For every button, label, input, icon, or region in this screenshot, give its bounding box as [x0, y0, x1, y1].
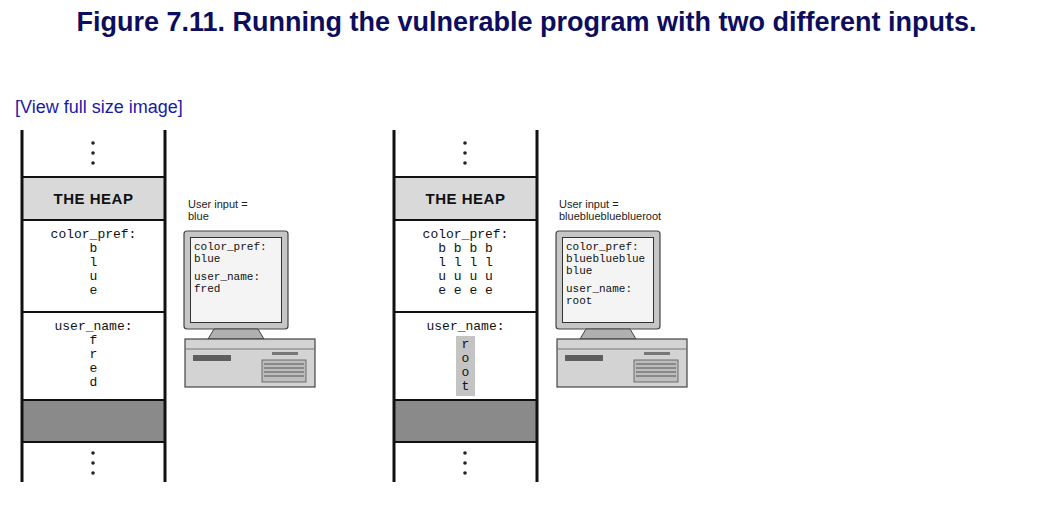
screen-output: user_name: root	[566, 283, 649, 307]
heap-segment: THE HEAP	[24, 178, 163, 219]
segment-name: THE HEAP	[426, 190, 506, 207]
memory-cell: user_name:f r e d	[24, 313, 163, 399]
heap-segment: THE HEAP	[396, 178, 535, 219]
view-link: [View full size image]	[15, 97, 183, 118]
left-scene	[22, 130, 315, 482]
segment-name: THE HEAP	[54, 190, 134, 207]
memory-cell: color_pref:b l u e	[24, 221, 163, 311]
memory-bytes: b b b b l l l l u u u u e e e e	[437, 242, 493, 298]
memory-cell: user_name:r o o t	[396, 313, 535, 401]
variable-name: color_pref:	[51, 228, 137, 242]
monitor-screen: color_pref: blueblueblue blue user_name: …	[562, 237, 654, 323]
monitor-screen: color_pref: blue user_name: fred	[190, 237, 282, 323]
variable-name: color_pref:	[423, 228, 509, 242]
screen-output: user_name: fred	[194, 271, 277, 295]
memory-bytes: f r e d	[89, 334, 98, 390]
variable-name: user_name:	[426, 320, 504, 334]
input-caption: User input = blueblueblueblueroot	[559, 198, 635, 222]
right-scene	[394, 130, 687, 482]
figure-title: Figure 7.11. Running the vulnerable prog…	[44, 6, 1009, 39]
screen-output: color_pref: blue	[194, 241, 277, 265]
memory-cell: color_pref:b b b b l l l l u u u u e e e…	[396, 221, 535, 311]
variable-name: user_name:	[54, 320, 132, 334]
screen-output: color_pref: blueblueblue blue	[566, 241, 649, 277]
memory-bytes: b l u e	[89, 242, 98, 298]
overwritten-bytes: r o o t	[456, 336, 475, 396]
input-caption: User input = blue	[188, 198, 264, 222]
